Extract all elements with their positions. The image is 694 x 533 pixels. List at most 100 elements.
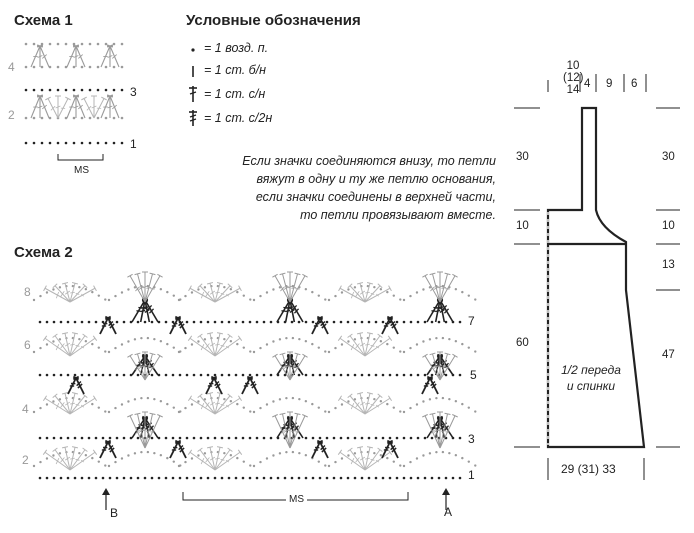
chain-dot [120,457,124,460]
stitch-cross-bar [442,305,448,311]
stitch-cross-bar [136,427,141,429]
stitch-top-bar [347,333,353,338]
chain-dot [24,141,28,145]
scheme1-title: Схема 1 [14,12,73,29]
chain-dot [430,320,434,324]
chain-dot [91,342,94,346]
chain-dot [241,436,245,440]
chain-dot [241,373,245,377]
stitch-cross-bar [209,401,216,406]
stitch-cross-bar [281,364,286,367]
chain-dot [64,42,68,46]
stitch-top-bar [71,281,79,285]
chain-dot [112,141,116,145]
chain-dot [360,436,364,440]
chain-dot [97,406,101,409]
treble-crochet-icon [189,110,197,126]
pattern-bottom-dimension [547,458,645,480]
chain-dot [422,340,425,343]
stitch-cross-bar [73,105,79,109]
stitch-top-bar [444,272,451,276]
chain-dot [96,65,100,69]
chain-dot [223,397,226,401]
chain-dot [353,476,357,480]
stitch-cross-bar [359,401,366,406]
chain-dot [428,286,432,289]
chain-dot [97,294,101,297]
chain-dot [324,410,327,413]
stitch-top-bar [71,392,79,395]
pattern-right-dimension-lines [656,107,680,448]
stitch-top-bar [227,333,233,338]
chain-dot [395,436,399,440]
chain-dot [72,141,76,145]
stitch-cross-bar [365,343,370,346]
chain-dot [87,373,91,377]
chain-dot [127,288,130,291]
stitch-cross-bar [431,364,436,367]
chain-dot [435,396,438,400]
stitch-top-bar [279,352,286,356]
stitch-top-bar [149,412,156,416]
scheme1-repeat-bracket [57,154,104,161]
stitch-top-bar [337,395,343,402]
chain-dot [386,402,389,406]
pattern-top-dimension-lines [547,74,647,92]
chain-dot [24,88,28,92]
chain-dot [339,476,343,480]
stitch-cross-bar [433,429,439,433]
chain-dot [101,373,105,377]
chain-dot [80,116,84,120]
chain-dot [332,436,336,440]
chain-dot [24,42,28,46]
chain-dot [52,340,55,343]
stitch-cross-bar [433,285,439,290]
chain-dot [227,436,231,440]
chain-dot [184,460,187,464]
chain-dot [104,464,107,467]
chain-dot [192,373,196,377]
stitch-top-bar [206,332,214,335]
chain-dot [399,350,402,353]
chain-dot [409,346,412,350]
chain-dot [153,397,156,401]
chain-dot [203,338,207,341]
chain-dot [72,116,76,120]
stitch-cross-bar [64,342,71,347]
stitch-top-bar [43,285,47,292]
stitch-cross-bar [80,404,85,408]
chain-dot [367,436,371,440]
chain-dot [340,403,344,406]
stitch-cross-bar [70,402,75,405]
chain-dot [32,65,36,69]
chain-dot [101,320,105,324]
chain-dot [197,400,200,403]
chain-dot [164,373,168,377]
chain-dot [133,338,137,341]
chain-dot [97,346,101,349]
chain-dot [269,436,273,440]
stitch-cross-bar [215,343,220,346]
chain-dot [437,476,441,480]
stitch-top-bar [127,273,133,278]
stitch-cross-bar [37,105,43,109]
chain-dot [122,320,126,324]
stitch-cross-bar [289,425,295,431]
stitch-cross-bar [215,383,221,389]
chain-dot [236,342,239,346]
chain-dot [80,436,84,440]
stitch-top-bar [429,272,436,276]
stitch-cross-bar [441,366,447,368]
chain-dot [347,454,350,457]
chain-dot [327,410,331,414]
chain-dot [262,320,266,324]
stitch-cross-bar [60,457,65,463]
chain-dot [441,336,445,340]
stitch-cross-bar [350,457,355,465]
chain-dot [242,346,245,349]
chain-dot [84,340,88,343]
stitch-top-bar [197,283,203,289]
chain-dot [136,373,140,377]
stitch-top-bar [107,94,113,98]
chain-dot [143,476,147,480]
